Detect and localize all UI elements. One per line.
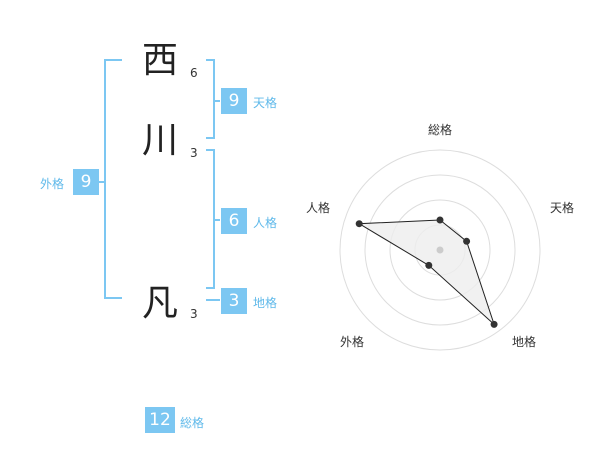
radar-label-gaikaku: 外格 — [339, 335, 365, 349]
tenkaku-label: 天格 — [253, 96, 278, 110]
radar-point-4 — [425, 261, 433, 269]
radar-label-jinkaku: 人格 — [305, 201, 331, 215]
radar-label-tenkaku: 天格 — [549, 201, 575, 215]
gaikaku-value: 9 — [73, 169, 99, 195]
name-char-3: 凡 — [142, 283, 179, 324]
radar-point-3 — [490, 320, 498, 328]
radar-point-5 — [355, 220, 363, 228]
radar-point-2 — [463, 237, 471, 245]
radar-ring-4 — [339, 149, 541, 351]
jinkaku-bracket — [206, 149, 215, 289]
radar-chart — [300, 110, 580, 390]
tenkaku-bracket — [206, 59, 215, 139]
gaikaku-bracket — [104, 59, 122, 299]
name-char-2-strokes: 3 — [190, 146, 198, 160]
radar-chart-svg — [339, 149, 541, 351]
radar-center-dot — [436, 246, 444, 254]
radar-point-1 — [436, 216, 444, 224]
name-char-1: 西 — [142, 40, 179, 81]
name-char-3-strokes: 3 — [190, 307, 198, 321]
name-char-1-strokes: 6 — [190, 66, 198, 80]
radar-label-chikaku: 地格 — [511, 335, 537, 349]
radar-ring-2 — [389, 199, 491, 301]
chikaku-label: 地格 — [253, 296, 278, 310]
name-char-2: 川 — [142, 120, 179, 161]
soukaku-label: 総格 — [180, 416, 205, 430]
radar-polygon — [357, 219, 496, 327]
soukaku-value: 12 — [145, 407, 175, 433]
radar-ring-3 — [364, 174, 516, 326]
gaikaku-label: 外格 — [40, 177, 65, 191]
radar-label-soukaku: 総格 — [427, 123, 453, 137]
tenkaku-value: 9 — [221, 88, 247, 114]
jinkaku-value: 6 — [221, 208, 247, 234]
jinkaku-label: 人格 — [253, 216, 278, 230]
chikaku-value: 3 — [221, 288, 247, 314]
